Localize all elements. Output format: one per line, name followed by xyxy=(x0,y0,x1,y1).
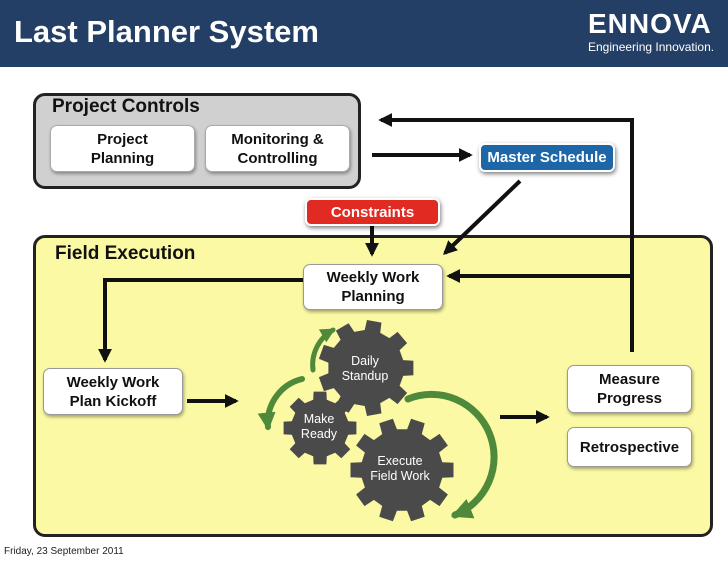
monitoring-controlling-box: Monitoring & Controlling xyxy=(205,125,350,172)
field-execution-heading: Field Execution xyxy=(55,243,196,264)
logo-tagline: Engineering Innovation. xyxy=(588,40,715,54)
project-controls-heading: Project Controls xyxy=(52,96,200,117)
slide-title: Last Planner System xyxy=(14,14,319,49)
gear-makeready-shape xyxy=(283,391,357,465)
cycle-arrow-icon xyxy=(257,376,305,431)
schedule-to-planning-arrow xyxy=(442,179,522,255)
retrospective-box: Retrospective xyxy=(567,427,692,467)
execute-field-work-label: Execute Field Work xyxy=(370,454,430,483)
master-schedule-box: Master Schedule xyxy=(479,143,615,172)
execute-field-work-gear-icon xyxy=(350,418,454,522)
ennova-logo: ENNOVA xyxy=(588,8,712,39)
planning-to-kickoff-arrow xyxy=(98,278,303,363)
daily-standup-label: Daily Standup xyxy=(341,354,389,383)
slide-header: Last Planner System ENNOVA Engineering I… xyxy=(0,0,728,67)
slide-date: Friday, 23 September 2011 xyxy=(4,546,124,557)
constraints-box: Constraints xyxy=(305,198,440,226)
weekly-work-planning-box: Weekly Work Planning xyxy=(303,264,443,310)
cycle-arrow-icon xyxy=(404,390,498,519)
cycle-arrow-icon xyxy=(310,327,336,373)
gear-execute-shape xyxy=(350,418,454,522)
daily-standup-gear-icon xyxy=(318,320,414,416)
make-ready-gear-icon xyxy=(283,391,357,465)
gear-standup-shape xyxy=(318,320,414,416)
measure-progress-box: Measure Progress xyxy=(567,365,692,413)
make-ready-label: Make Ready xyxy=(300,412,338,441)
weekly-work-plan-kickoff-box: Weekly Work Plan Kickoff xyxy=(43,368,183,415)
project-planning-box: Project Planning xyxy=(50,125,195,172)
